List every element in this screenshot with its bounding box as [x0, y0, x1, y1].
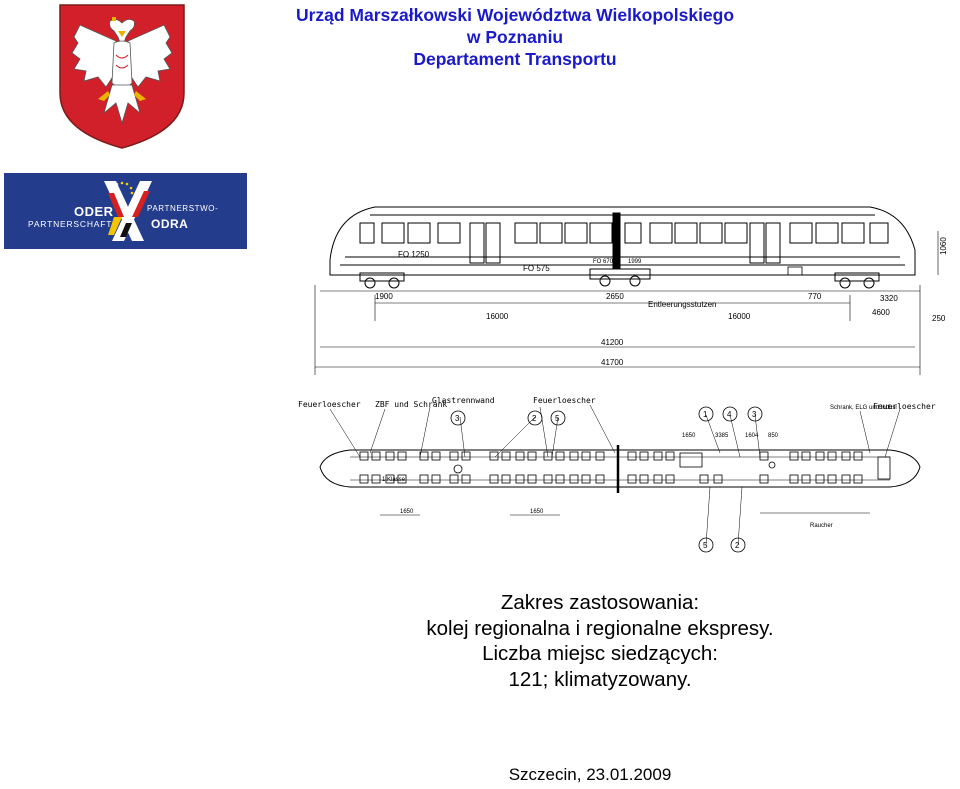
dim-3385: 3385	[715, 433, 729, 439]
label-fo-575: FO 575	[523, 264, 550, 273]
logo-text-partnerstwo: PARTNERSTWO-	[147, 204, 219, 213]
dim-41700: 41700	[601, 358, 624, 367]
dim-16000-right: 16000	[728, 312, 751, 321]
dim-770: 770	[808, 292, 822, 301]
dim-41200: 41200	[601, 338, 624, 347]
label-feuerloescher-1: Feuerloescher	[298, 400, 361, 409]
dim-2650: 2650	[606, 292, 624, 301]
oder-partnerschaft-logo: ODER PARTNERSCHAFT PARTNERSTWO- ODRA	[4, 173, 247, 249]
marker-2-b: 2	[735, 541, 740, 550]
marker-3-a: 3	[455, 414, 460, 423]
dim-850: 850	[768, 433, 779, 439]
seats-upper	[359, 451, 863, 461]
caption-line-2: kolej regionalna i regionalne ekspresy.	[426, 616, 774, 640]
label-1999: 1999	[628, 259, 642, 265]
logo-text-odra: ODRA	[151, 217, 189, 231]
label-entleerungsstutzen: Entleerungsstutzen	[648, 300, 717, 309]
side-view-labels: FO 1250 FO 575 FO 670 1999 Entleerungsst…	[375, 237, 948, 367]
logo-text-partnerschaft: PARTNERSCHAFT	[28, 219, 113, 229]
train-side-view	[314, 206, 939, 375]
dim-250: 250	[932, 314, 946, 323]
coat-of-arms-crest	[58, 3, 186, 150]
marker-1: 1	[703, 410, 708, 419]
institution-header: Urząd Marszałkowski Województwa Wielkopo…	[250, 4, 780, 70]
footer-place-date: Szczecin, 23.01.2009	[508, 765, 672, 784]
marker-5-a: 5	[555, 414, 560, 423]
side-windows	[359, 222, 889, 264]
label-schrank-elg-indusi: Schrank, ELG und Indusi	[830, 405, 897, 411]
header-line-3: Departament Transportu	[413, 49, 617, 69]
caption-line-4: 121; klimatyzowany.	[508, 667, 692, 691]
plan-view-labels: Feuerloescher ZBF und Schrank Glastrennw…	[298, 396, 936, 550]
train-description-caption: Zakres zastosowania: kolej regionalna i …	[300, 590, 900, 692]
dim-1650-a: 1650	[400, 509, 414, 515]
header-line-1: Urząd Marszałkowski Województwa Wielkopo…	[295, 5, 735, 25]
label-feuerloescher-3: Feuerloescher	[873, 402, 936, 411]
caption-line-3: Liczba miejsc siedzących:	[482, 642, 718, 665]
label-fo-670: FO 670	[593, 259, 614, 265]
label-1-klasse: 1.Klasse	[382, 477, 406, 483]
header-line-2: w Poznaniu	[466, 27, 564, 47]
marker-2-a: 2	[532, 414, 537, 423]
dim-1900: 1900	[375, 292, 393, 301]
label-raucher: Raucher	[810, 523, 833, 529]
marker-5-b: 5	[703, 541, 708, 550]
seats-lower	[359, 474, 863, 484]
label-feuerloescher-2: Feuerloescher	[533, 396, 596, 405]
dim-1604: 1604	[745, 433, 759, 439]
dim-4600: 4600	[872, 308, 890, 317]
dim-3320: 3320	[880, 294, 898, 303]
logo-text-oder: ODER	[74, 204, 114, 219]
dim-1650-c: 1650	[682, 433, 696, 439]
label-glastrennwand: Glastrennwand	[432, 396, 495, 405]
train-technical-drawing: FO 1250 FO 575 FO 670 1999 Entleerungsst…	[290, 195, 950, 580]
label-zbf-schrank: ZBF und Schrank	[375, 400, 447, 409]
dim-16000-left: 16000	[486, 312, 509, 321]
marker-3-b: 3	[752, 410, 757, 419]
marker-4: 4	[727, 410, 732, 419]
label-fo-1250: FO 1250	[398, 250, 430, 259]
dim-1060: 1060	[939, 237, 948, 255]
train-drawing-svg: FO 1250 FO 575 FO 670 1999 Entleerungsst…	[298, 206, 948, 553]
train-plan-view	[319, 404, 921, 553]
side-bogies	[359, 268, 880, 289]
dim-1650-b: 1650	[530, 509, 544, 515]
caption-line-1: Zakres zastosowania:	[500, 591, 700, 614]
